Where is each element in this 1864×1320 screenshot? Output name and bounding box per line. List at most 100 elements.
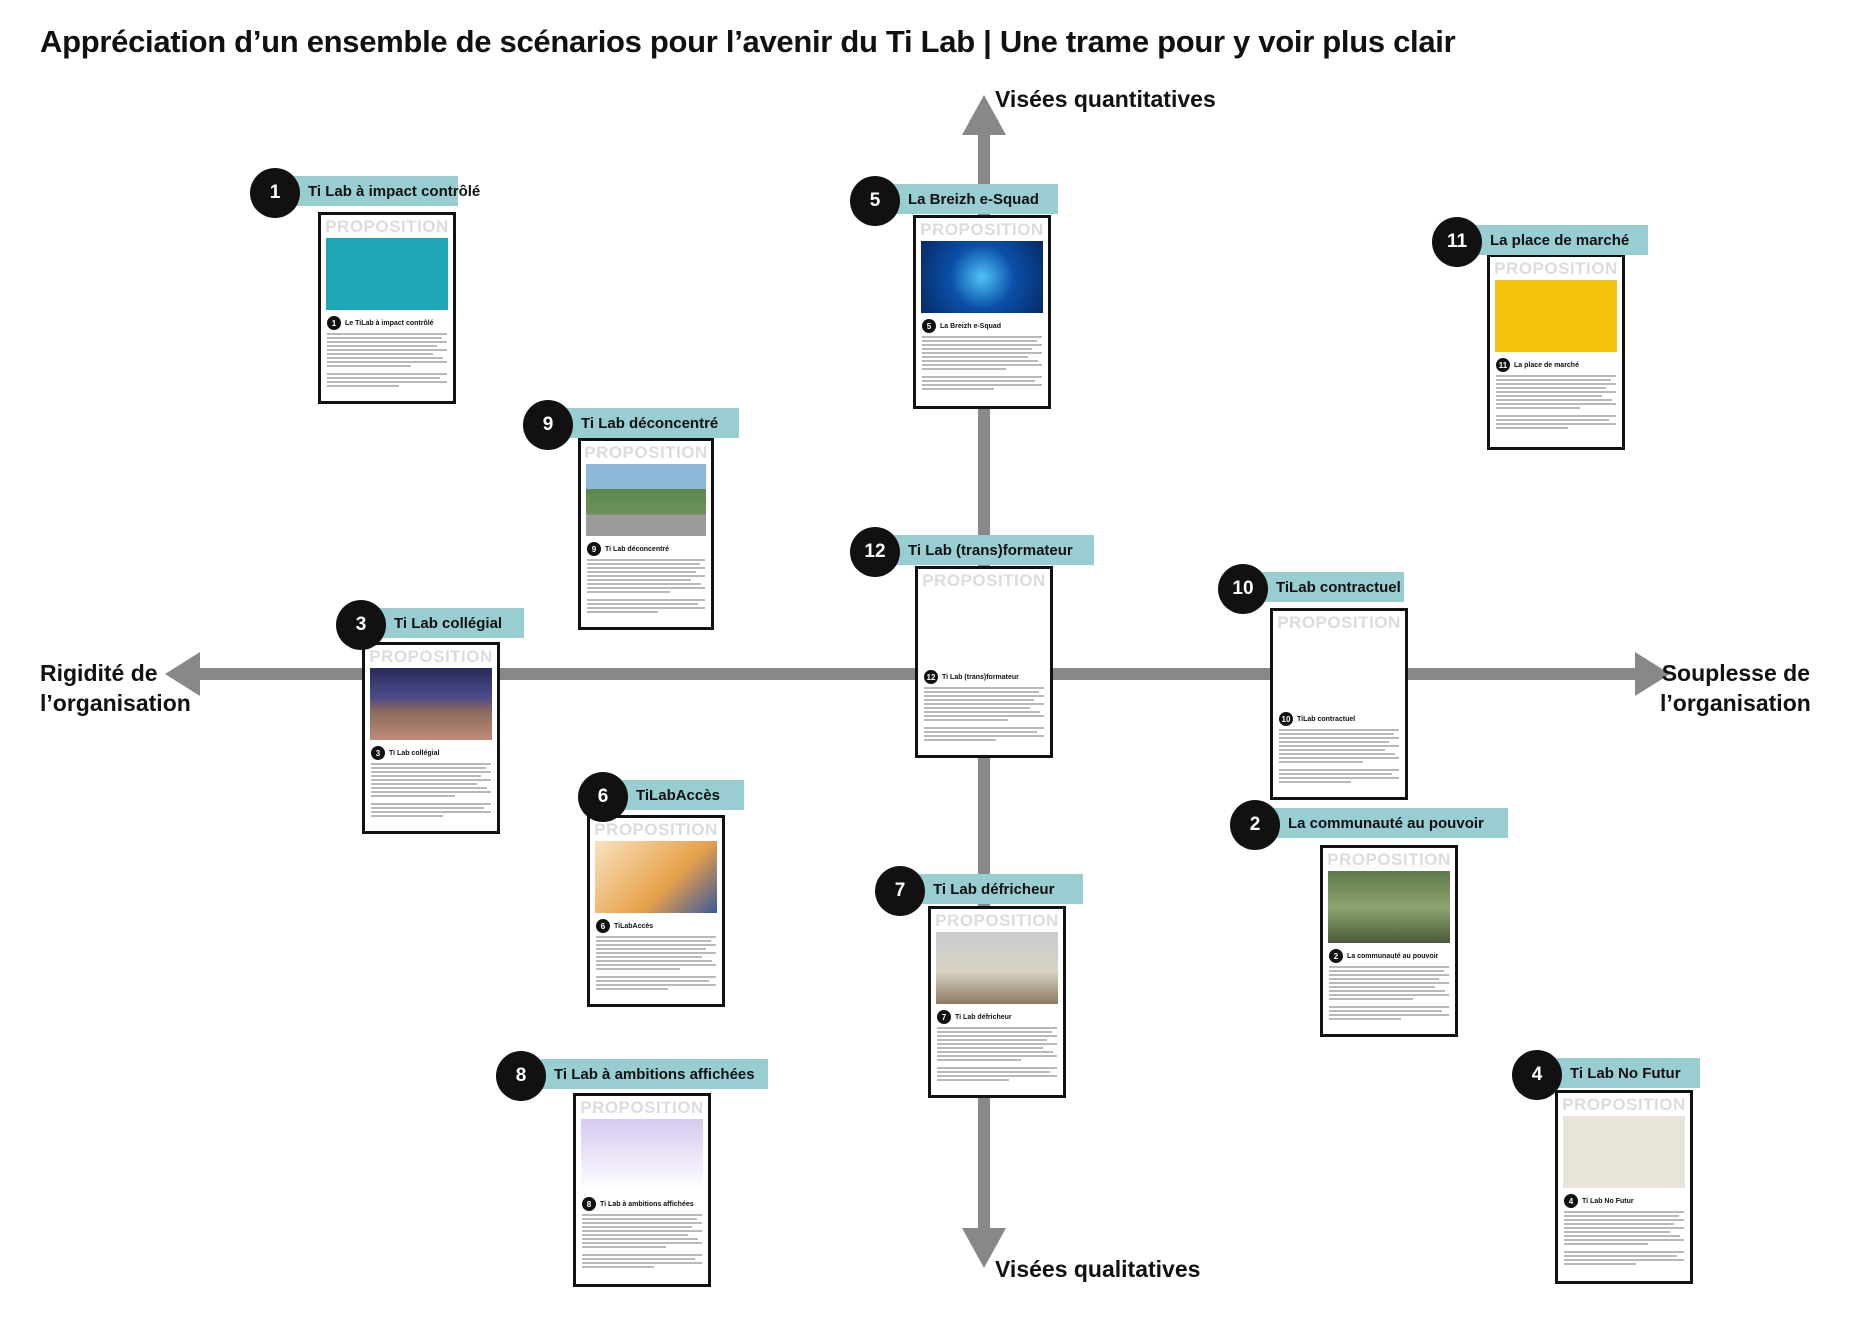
- proposition-document: PROPOSITION 3 Ti Lab collégial: [362, 642, 500, 834]
- document-subtitle: 8 Ti Lab à ambitions affichées: [582, 1197, 703, 1211]
- scenario-number-badge: 10: [1218, 564, 1268, 614]
- scenario-label: Ti Lab déconcentré: [551, 408, 739, 438]
- document-subtitle: 9 Ti Lab déconcentré: [587, 542, 706, 556]
- document-number: 12: [924, 670, 938, 684]
- document-title: La Breizh e-Squad: [940, 322, 1002, 330]
- document-body-text: [1496, 375, 1616, 429]
- scenario-number-badge: 12: [850, 527, 900, 577]
- document-body-text: [327, 333, 447, 387]
- axis-label-left: Rigidité de l’organisation: [40, 658, 191, 718]
- proposition-header: PROPOSITION: [1562, 1095, 1686, 1114]
- scenario-number-badge: 9: [523, 400, 573, 450]
- scenario-illustration: [586, 464, 706, 536]
- scenario-illustration: [1278, 634, 1400, 706]
- document-body-text: [922, 336, 1042, 390]
- proposition-header: PROPOSITION: [594, 820, 718, 839]
- arrow-up-icon: [962, 95, 1006, 135]
- document-number: 3: [371, 746, 385, 760]
- scenario-number-badge: 8: [496, 1051, 546, 1101]
- scenario-number-badge: 4: [1512, 1050, 1562, 1100]
- scenario-illustration: [1495, 280, 1617, 352]
- scenario-label: La communauté au pouvoir: [1258, 808, 1508, 838]
- document-title: Ti Lab à ambitions affichées: [600, 1200, 694, 1208]
- proposition-header: PROPOSITION: [935, 911, 1059, 930]
- arrow-left-icon: [165, 652, 200, 696]
- scenario-label: Ti Lab à ambitions affichées: [524, 1059, 768, 1089]
- document-number: 7: [937, 1010, 951, 1024]
- document-title: TiLabAccès: [614, 922, 654, 930]
- scenario-number-badge: 3: [336, 600, 386, 650]
- scenario-label: Ti Lab (trans)formateur: [878, 535, 1094, 565]
- document-number: 5: [922, 319, 936, 333]
- document-body-text: [371, 763, 491, 817]
- document-subtitle: 3 Ti Lab collégial: [371, 746, 492, 760]
- scenario-label: La Breizh e-Squad: [878, 184, 1058, 214]
- scenario-illustration: [923, 592, 1045, 664]
- axis-label-right-line1: Souplesse de: [1661, 660, 1810, 686]
- scenario-number-badge: 7: [875, 866, 925, 916]
- document-title: Ti Lab déconcentré: [605, 545, 670, 553]
- scenario-label: Ti Lab No Futur: [1540, 1058, 1700, 1088]
- document-subtitle: 11 La place de marché: [1496, 358, 1617, 372]
- axis-label-left-line1: Rigidité de: [40, 660, 158, 686]
- arrow-right-icon: [1635, 652, 1670, 696]
- proposition-header: PROPOSITION: [1494, 259, 1618, 278]
- scenario-illustration: [326, 238, 448, 310]
- document-body-text: [596, 936, 716, 990]
- proposition-document: PROPOSITION 11 La place de marché: [1487, 254, 1625, 450]
- scenario-illustration: [581, 1119, 703, 1191]
- scenario-illustration: [595, 841, 717, 913]
- scenario-number-badge: 2: [1230, 800, 1280, 850]
- document-number: 8: [582, 1197, 596, 1211]
- axis-label-top: Visées quantitatives: [995, 86, 1216, 112]
- document-title: La place de marché: [1514, 361, 1579, 369]
- scenario-label: TiLabAccès: [606, 780, 744, 810]
- scenario-number-badge: 11: [1432, 217, 1482, 267]
- proposition-document: PROPOSITION 7 Ti Lab défricheur: [928, 906, 1066, 1098]
- document-body-text: [1329, 966, 1449, 1020]
- document-body-text: [1564, 1211, 1684, 1265]
- proposition-header: PROPOSITION: [920, 220, 1044, 239]
- document-body-text: [582, 1214, 702, 1268]
- document-subtitle: 5 La Breizh e-Squad: [922, 319, 1043, 333]
- document-title: TiLab contractuel: [1297, 715, 1356, 723]
- document-subtitle: 10 TiLab contractuel: [1279, 712, 1400, 726]
- document-title: Ti Lab collégial: [389, 749, 440, 757]
- proposition-document: PROPOSITION 5 La Breizh e-Squad: [913, 215, 1051, 409]
- document-number: 4: [1564, 1194, 1578, 1208]
- proposition-header: PROPOSITION: [369, 647, 493, 666]
- scenario-label: Ti Lab défricheur: [903, 874, 1083, 904]
- document-number: 2: [1329, 949, 1343, 963]
- document-title: Ti Lab défricheur: [955, 1013, 1012, 1021]
- document-number: 11: [1496, 358, 1510, 372]
- document-number: 1: [327, 316, 341, 330]
- scenario-illustration: [936, 932, 1058, 1004]
- proposition-header: PROPOSITION: [922, 571, 1046, 590]
- scenario-number-badge: 6: [578, 772, 628, 822]
- proposition-header: PROPOSITION: [1327, 850, 1451, 869]
- document-subtitle: 2 La communauté au pouvoir: [1329, 949, 1450, 963]
- scenario-illustration: [1563, 1116, 1685, 1188]
- document-title: La communauté au pouvoir: [1347, 952, 1439, 960]
- proposition-document: PROPOSITION 6 TiLabAccès: [587, 815, 725, 1007]
- document-number: 10: [1279, 712, 1293, 726]
- document-number: 9: [587, 542, 601, 556]
- document-body-text: [924, 687, 1044, 741]
- document-body-text: [587, 559, 705, 613]
- document-number: 6: [596, 919, 610, 933]
- page-title: Appréciation d’un ensemble de scénarios …: [40, 24, 1456, 59]
- axis-label-right-line2: l’organisation: [1660, 690, 1811, 716]
- scenario-label: Ti Lab collégial: [364, 608, 524, 638]
- scenario-label: TiLab contractuel: [1246, 572, 1404, 602]
- arrow-down-icon: [962, 1228, 1006, 1268]
- scenario-label: La place de marché: [1460, 225, 1648, 255]
- scenario-number-badge: 1: [250, 168, 300, 218]
- scenario-illustration: [1328, 871, 1450, 943]
